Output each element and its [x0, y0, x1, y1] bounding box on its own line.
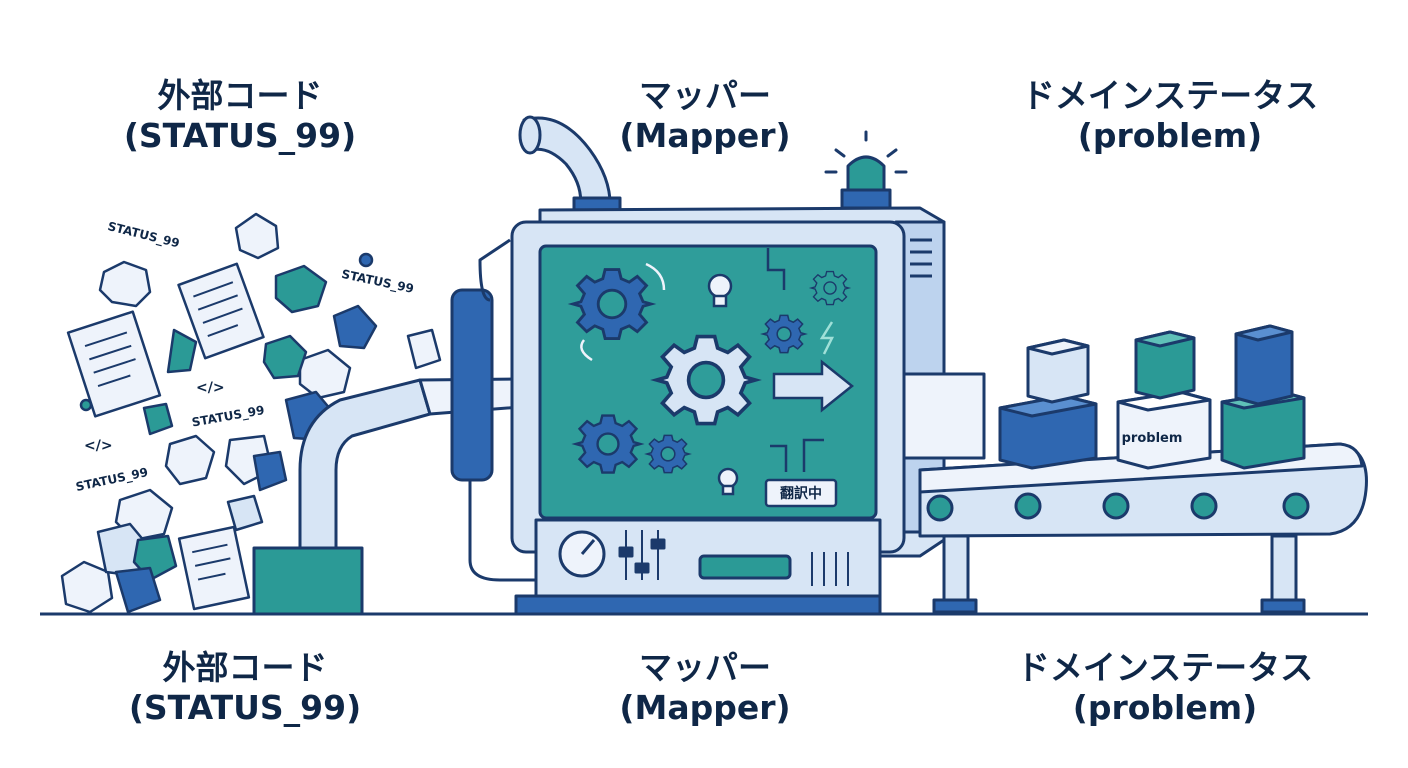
crumpled-paper [164, 434, 216, 486]
gear-icon [654, 334, 758, 426]
domain-subtitle: (problem) [1077, 116, 1263, 156]
paper-fragment [252, 450, 288, 492]
domain-label-bottom: ドメインステータス (problem) [980, 648, 1350, 729]
paper-fragment [166, 328, 198, 374]
translating-label: 翻訳中 [780, 485, 822, 502]
paper-fragment [226, 494, 264, 532]
paper-fragment [114, 566, 162, 614]
gear-icon [571, 268, 653, 340]
particle [358, 252, 374, 268]
mapper-subtitle: (Mapper) [619, 688, 791, 728]
gear-icon [762, 314, 806, 354]
status-tag: STATUS_99 [74, 465, 149, 495]
crumpled-paper [60, 560, 114, 614]
gear-icon [574, 414, 642, 474]
problem-box-label: problem [1122, 431, 1183, 446]
mapper-subtitle: (Mapper) [619, 116, 791, 156]
screen-contents [571, 248, 855, 508]
domain-label-top: ドメインステータス (problem) [985, 76, 1355, 157]
paper-fragment [274, 264, 328, 314]
paper-fragment [142, 402, 174, 436]
conveyor-belt [918, 442, 1368, 614]
source-title: 外部コード [162, 648, 328, 687]
source-title: 外部コード [157, 76, 323, 115]
lightning-icon [819, 321, 835, 355]
paper-fragment [262, 334, 308, 380]
arrow-right-icon [772, 359, 855, 413]
paper-fragment [406, 328, 442, 370]
mapper-label-top: マッパー (Mapper) [555, 76, 855, 157]
code-tag: </> [196, 380, 225, 396]
beacon-light-icon [824, 130, 908, 210]
source-label-top: 外部コード (STATUS_99) [90, 76, 390, 157]
mapper-title: マッパー [639, 648, 771, 687]
source-subtitle: (STATUS_99) [128, 688, 362, 728]
domain-title: ドメインステータス [1016, 648, 1314, 687]
code-tag: </> [84, 438, 113, 454]
particle [79, 398, 93, 412]
source-label-bottom: 外部コード (STATUS_99) [95, 648, 395, 729]
status-tag: STATUS_99 [106, 219, 181, 251]
output-boxes [998, 324, 1306, 470]
source-subtitle: (STATUS_99) [123, 116, 357, 156]
gear-icon [646, 434, 690, 474]
status-tag: STATUS_99 [191, 403, 266, 431]
crumpled-paper [98, 260, 152, 308]
mapper-title: マッパー [639, 76, 771, 115]
domain-subtitle: (problem) [1072, 688, 1258, 728]
lightbulb-icon [717, 467, 739, 496]
paper-fragment [332, 304, 378, 350]
status-tag: STATUS_99 [340, 267, 415, 297]
translating-chip [764, 478, 838, 508]
document-icon [177, 262, 265, 360]
mapper-label-bottom: マッパー (Mapper) [555, 648, 855, 729]
gear-icon [810, 270, 850, 306]
document-icon [66, 310, 162, 418]
crumpled-paper [234, 212, 280, 260]
lightbulb-icon [707, 273, 733, 308]
crumpled-paper [298, 348, 352, 400]
source-pile [60, 212, 442, 614]
domain-title: ドメインステータス [1021, 76, 1319, 115]
document-icon [177, 525, 251, 611]
